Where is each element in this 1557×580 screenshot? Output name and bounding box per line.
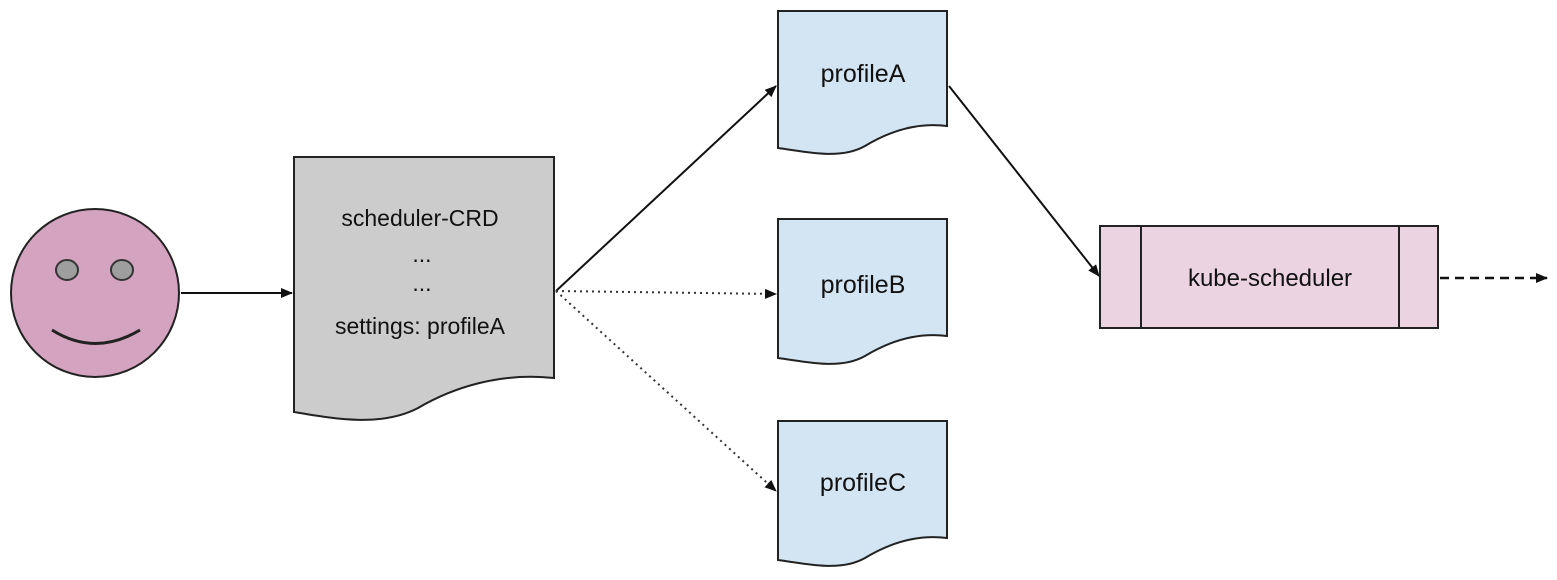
- crd-line-ellipsis-1: ...: [412, 241, 431, 267]
- crd-line-settings: settings: profileA: [335, 313, 506, 339]
- left-eye-icon: [55, 259, 79, 281]
- profile-c-label: profileC: [820, 469, 906, 497]
- profile-a-shape: [777, 10, 948, 155]
- crd-document: scheduler-CRD ... ... settings: profileA: [293, 156, 555, 421]
- profile-a-label: profileA: [821, 60, 906, 88]
- edges: [181, 85, 1548, 492]
- profile-b-document: profileB: [777, 218, 948, 365]
- profile-a-document: profileA: [777, 10, 948, 155]
- kube-scheduler-label: kube-scheduler: [1188, 265, 1352, 292]
- right-eye-icon: [110, 259, 134, 281]
- kube-scheduler-rect: [1099, 225, 1439, 329]
- profile-b-label: profileB: [821, 271, 906, 299]
- crd-document-shape: [293, 156, 555, 421]
- crd-line-ellipsis-2: ...: [412, 270, 431, 296]
- edge-profile-a-to-scheduler: [948, 85, 1100, 277]
- crd-line-title: scheduler-CRD: [341, 205, 498, 231]
- user-smiley-icon: [10, 208, 180, 378]
- smiley-face: [10, 208, 180, 378]
- profile-c-document: profileC: [777, 420, 948, 567]
- edge-crd-to-profile-b: [555, 288, 777, 299]
- profile-b-shape: [777, 218, 948, 365]
- edge-crd-to-profile-c: [555, 290, 777, 492]
- profile-c-shape: [777, 420, 948, 567]
- edge-crd-to-profile-a: [555, 85, 777, 292]
- kube-scheduler-box: kube-scheduler: [1099, 225, 1439, 329]
- smile-mouth-icon: [51, 328, 141, 345]
